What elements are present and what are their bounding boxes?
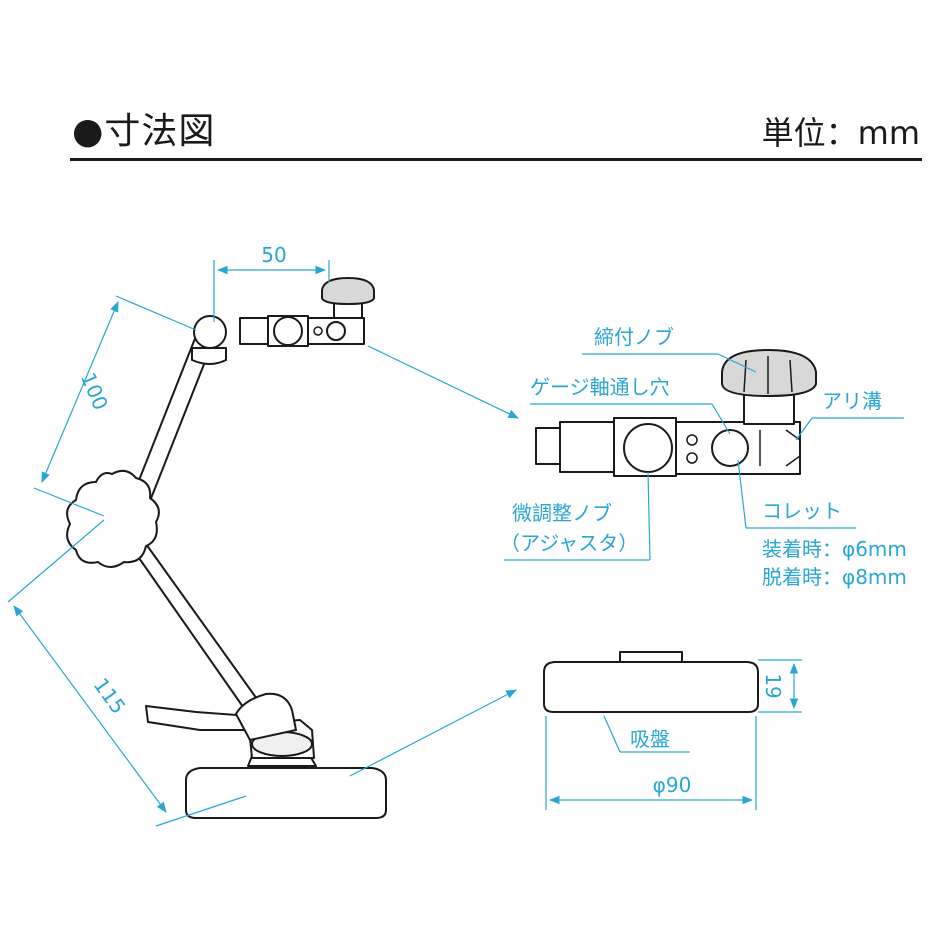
top-joint [193, 315, 227, 349]
dim-90: φ90 [653, 773, 692, 797]
main-dimensions [7, 260, 519, 827]
page-title: ●寸法図 [72, 111, 216, 152]
label-fine-knob: 微調整ノブ [512, 501, 612, 525]
detail-rear-block [559, 421, 615, 473]
label-dovetail: アリ溝 [822, 389, 882, 413]
lower-arm-joint [235, 692, 297, 741]
label-suction: 吸盤 [630, 727, 670, 751]
detail-adjuster [623, 423, 673, 473]
release-lever [145, 705, 253, 731]
base-detail [543, 651, 759, 713]
clamp-rear [239, 317, 269, 345]
lower-arm [131, 543, 263, 715]
top-joint-sleeve [191, 347, 227, 365]
clamp-knob [321, 277, 375, 305]
detail-collet [711, 429, 749, 467]
label-adjuster: （アジャスタ） [500, 531, 638, 555]
dim-100: 100 [76, 369, 113, 414]
base-detail-body [543, 661, 759, 713]
detail-rod [535, 427, 561, 465]
clamp-collet [326, 321, 346, 341]
detail-knob [721, 349, 817, 397]
unit-label: 単位：mm [761, 114, 920, 152]
label-gauge-hole: ゲージ軸通し穴 [530, 375, 670, 399]
clamp-detail [535, 349, 817, 477]
clamp-adjuster [273, 316, 303, 346]
detail-knob-stem [743, 393, 795, 425]
label-detached: 脱着時：φ8mm [762, 565, 907, 589]
label-attached: 装着時：φ6mm [762, 537, 907, 561]
stand-assembly [66, 277, 387, 819]
center-knob [66, 469, 160, 568]
label-knob: 締付ノブ [594, 325, 674, 349]
stand-base [185, 767, 387, 819]
clamp-leaders [504, 353, 904, 561]
dim-50: 50 [261, 243, 286, 267]
dim-19: 19 [761, 673, 785, 698]
label-collet: コレット [762, 499, 842, 523]
dim-115: 115 [89, 673, 131, 718]
header-divider [70, 158, 922, 161]
base-dimensions [545, 659, 802, 810]
base-detail-cap [619, 651, 683, 663]
